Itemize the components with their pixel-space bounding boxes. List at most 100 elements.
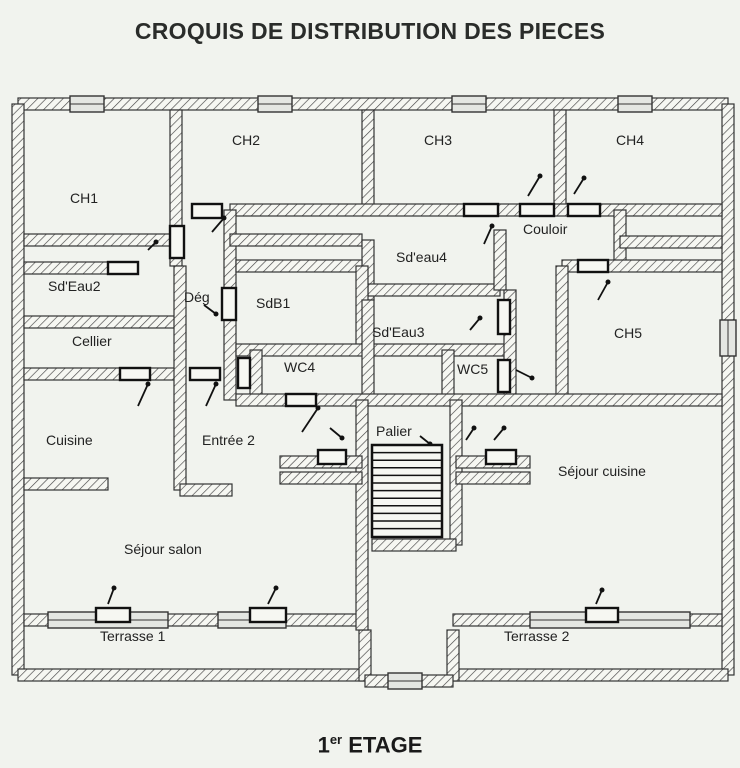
door-handle-knob — [153, 239, 159, 245]
wall — [367, 283, 501, 297]
room-label-ch4: CH4 — [616, 132, 644, 148]
room-label-cellier: Cellier — [72, 333, 112, 349]
room-label-sejour-cuisine: Séjour cuisine — [558, 463, 646, 479]
room-label-sdeau2: Sd'Eau2 — [48, 278, 101, 294]
wall — [721, 103, 735, 676]
room-label-wc5: WC5 — [457, 361, 488, 377]
room-label-deg: Dég — [184, 289, 210, 305]
door-handle-knob — [145, 381, 151, 387]
door-handle — [205, 383, 217, 407]
door — [190, 202, 224, 220]
door-handle — [267, 587, 277, 605]
walls — [11, 97, 735, 688]
door — [566, 202, 602, 218]
room-label-ch1: CH1 — [70, 190, 98, 206]
wall — [452, 668, 729, 682]
room-label-sdeau4: Sd'eau4 — [396, 249, 447, 265]
door — [496, 298, 512, 336]
door-handle — [515, 369, 533, 379]
wall — [355, 399, 369, 631]
wall — [361, 109, 375, 211]
door — [248, 606, 288, 624]
door-handle-knob — [477, 315, 483, 321]
wall — [235, 259, 363, 273]
room-label-entree2: Entrée 2 — [202, 432, 255, 448]
staircase — [370, 443, 444, 539]
door-handle-knob — [501, 425, 507, 431]
wall — [553, 109, 567, 211]
door-handle-knob — [471, 425, 477, 431]
door — [94, 606, 132, 624]
room-label-wc4: WC4 — [284, 359, 315, 375]
door-handle — [107, 587, 115, 605]
room-label-palier: Palier — [376, 423, 412, 439]
wall — [446, 629, 460, 682]
door-handle-knob — [605, 279, 611, 285]
door-handle — [211, 217, 225, 233]
door-handle — [573, 177, 585, 195]
door-handle — [597, 281, 609, 301]
door — [484, 448, 518, 466]
door-handle-knob — [213, 381, 219, 387]
door-handle-knob — [581, 175, 587, 181]
door — [316, 448, 348, 466]
room-label-terrasse1: Terrasse 1 — [100, 628, 166, 644]
door — [168, 224, 186, 260]
room-label-ch3: CH3 — [424, 132, 452, 148]
door-handle — [301, 407, 319, 433]
wall — [555, 265, 569, 401]
room-label-ch5: CH5 — [614, 325, 642, 341]
door-handle-knob — [213, 311, 219, 317]
room-label-ch2: CH2 — [232, 132, 260, 148]
wall — [358, 629, 372, 682]
door-handle-knob — [339, 435, 345, 441]
wall — [441, 349, 455, 401]
door-handle-knob — [489, 223, 495, 229]
wall — [23, 477, 109, 491]
door-handle — [595, 589, 603, 605]
floor-name: ETAGE — [348, 732, 423, 758]
door-handle-knob — [273, 585, 279, 591]
wall — [279, 471, 363, 485]
door — [220, 286, 238, 322]
door — [284, 392, 318, 408]
door-handle-knob — [111, 585, 117, 591]
room-label-cuisine: Cuisine — [46, 432, 93, 448]
door — [496, 358, 512, 394]
door-handle-knob — [221, 215, 227, 221]
wall — [455, 471, 531, 485]
wall — [11, 103, 25, 676]
door — [236, 356, 252, 390]
door-handle — [329, 427, 343, 439]
floor-ordinal-suffix: er — [329, 732, 343, 747]
door — [576, 258, 610, 274]
wall — [371, 538, 457, 552]
plan-title: CROQUIS DE DISTRIBUTION DES PIECES — [134, 18, 606, 44]
wall — [23, 261, 109, 275]
room-labels: CH1 CH2 CH3 CH4 CH5 Sd'Eau2 Cellier Dég … — [46, 132, 646, 644]
room-label-sejour-salon: Séjour salon — [124, 541, 202, 557]
door — [188, 366, 222, 382]
wall — [23, 315, 177, 329]
door-handle — [493, 427, 505, 441]
door — [106, 260, 140, 276]
door — [584, 606, 620, 624]
room-label-couloir: Couloir — [523, 221, 568, 237]
wall — [229, 233, 363, 247]
door — [518, 202, 556, 218]
floor-number: 1 — [317, 732, 330, 758]
wall — [17, 668, 366, 682]
door-handle — [483, 225, 493, 245]
room-label-sdeau3: Sd'Eau3 — [372, 324, 425, 340]
wall — [23, 367, 177, 381]
door-handle — [469, 317, 481, 331]
room-label-sdb1: SdB1 — [256, 295, 290, 311]
door — [462, 202, 500, 218]
floor-label: 1er ETAGE — [0, 732, 740, 758]
room-label-terrasse2: Terrasse 2 — [504, 628, 570, 644]
door-handle-knob — [529, 375, 535, 381]
wall — [619, 235, 723, 249]
door — [118, 366, 152, 382]
windows-and-doors — [47, 95, 737, 690]
